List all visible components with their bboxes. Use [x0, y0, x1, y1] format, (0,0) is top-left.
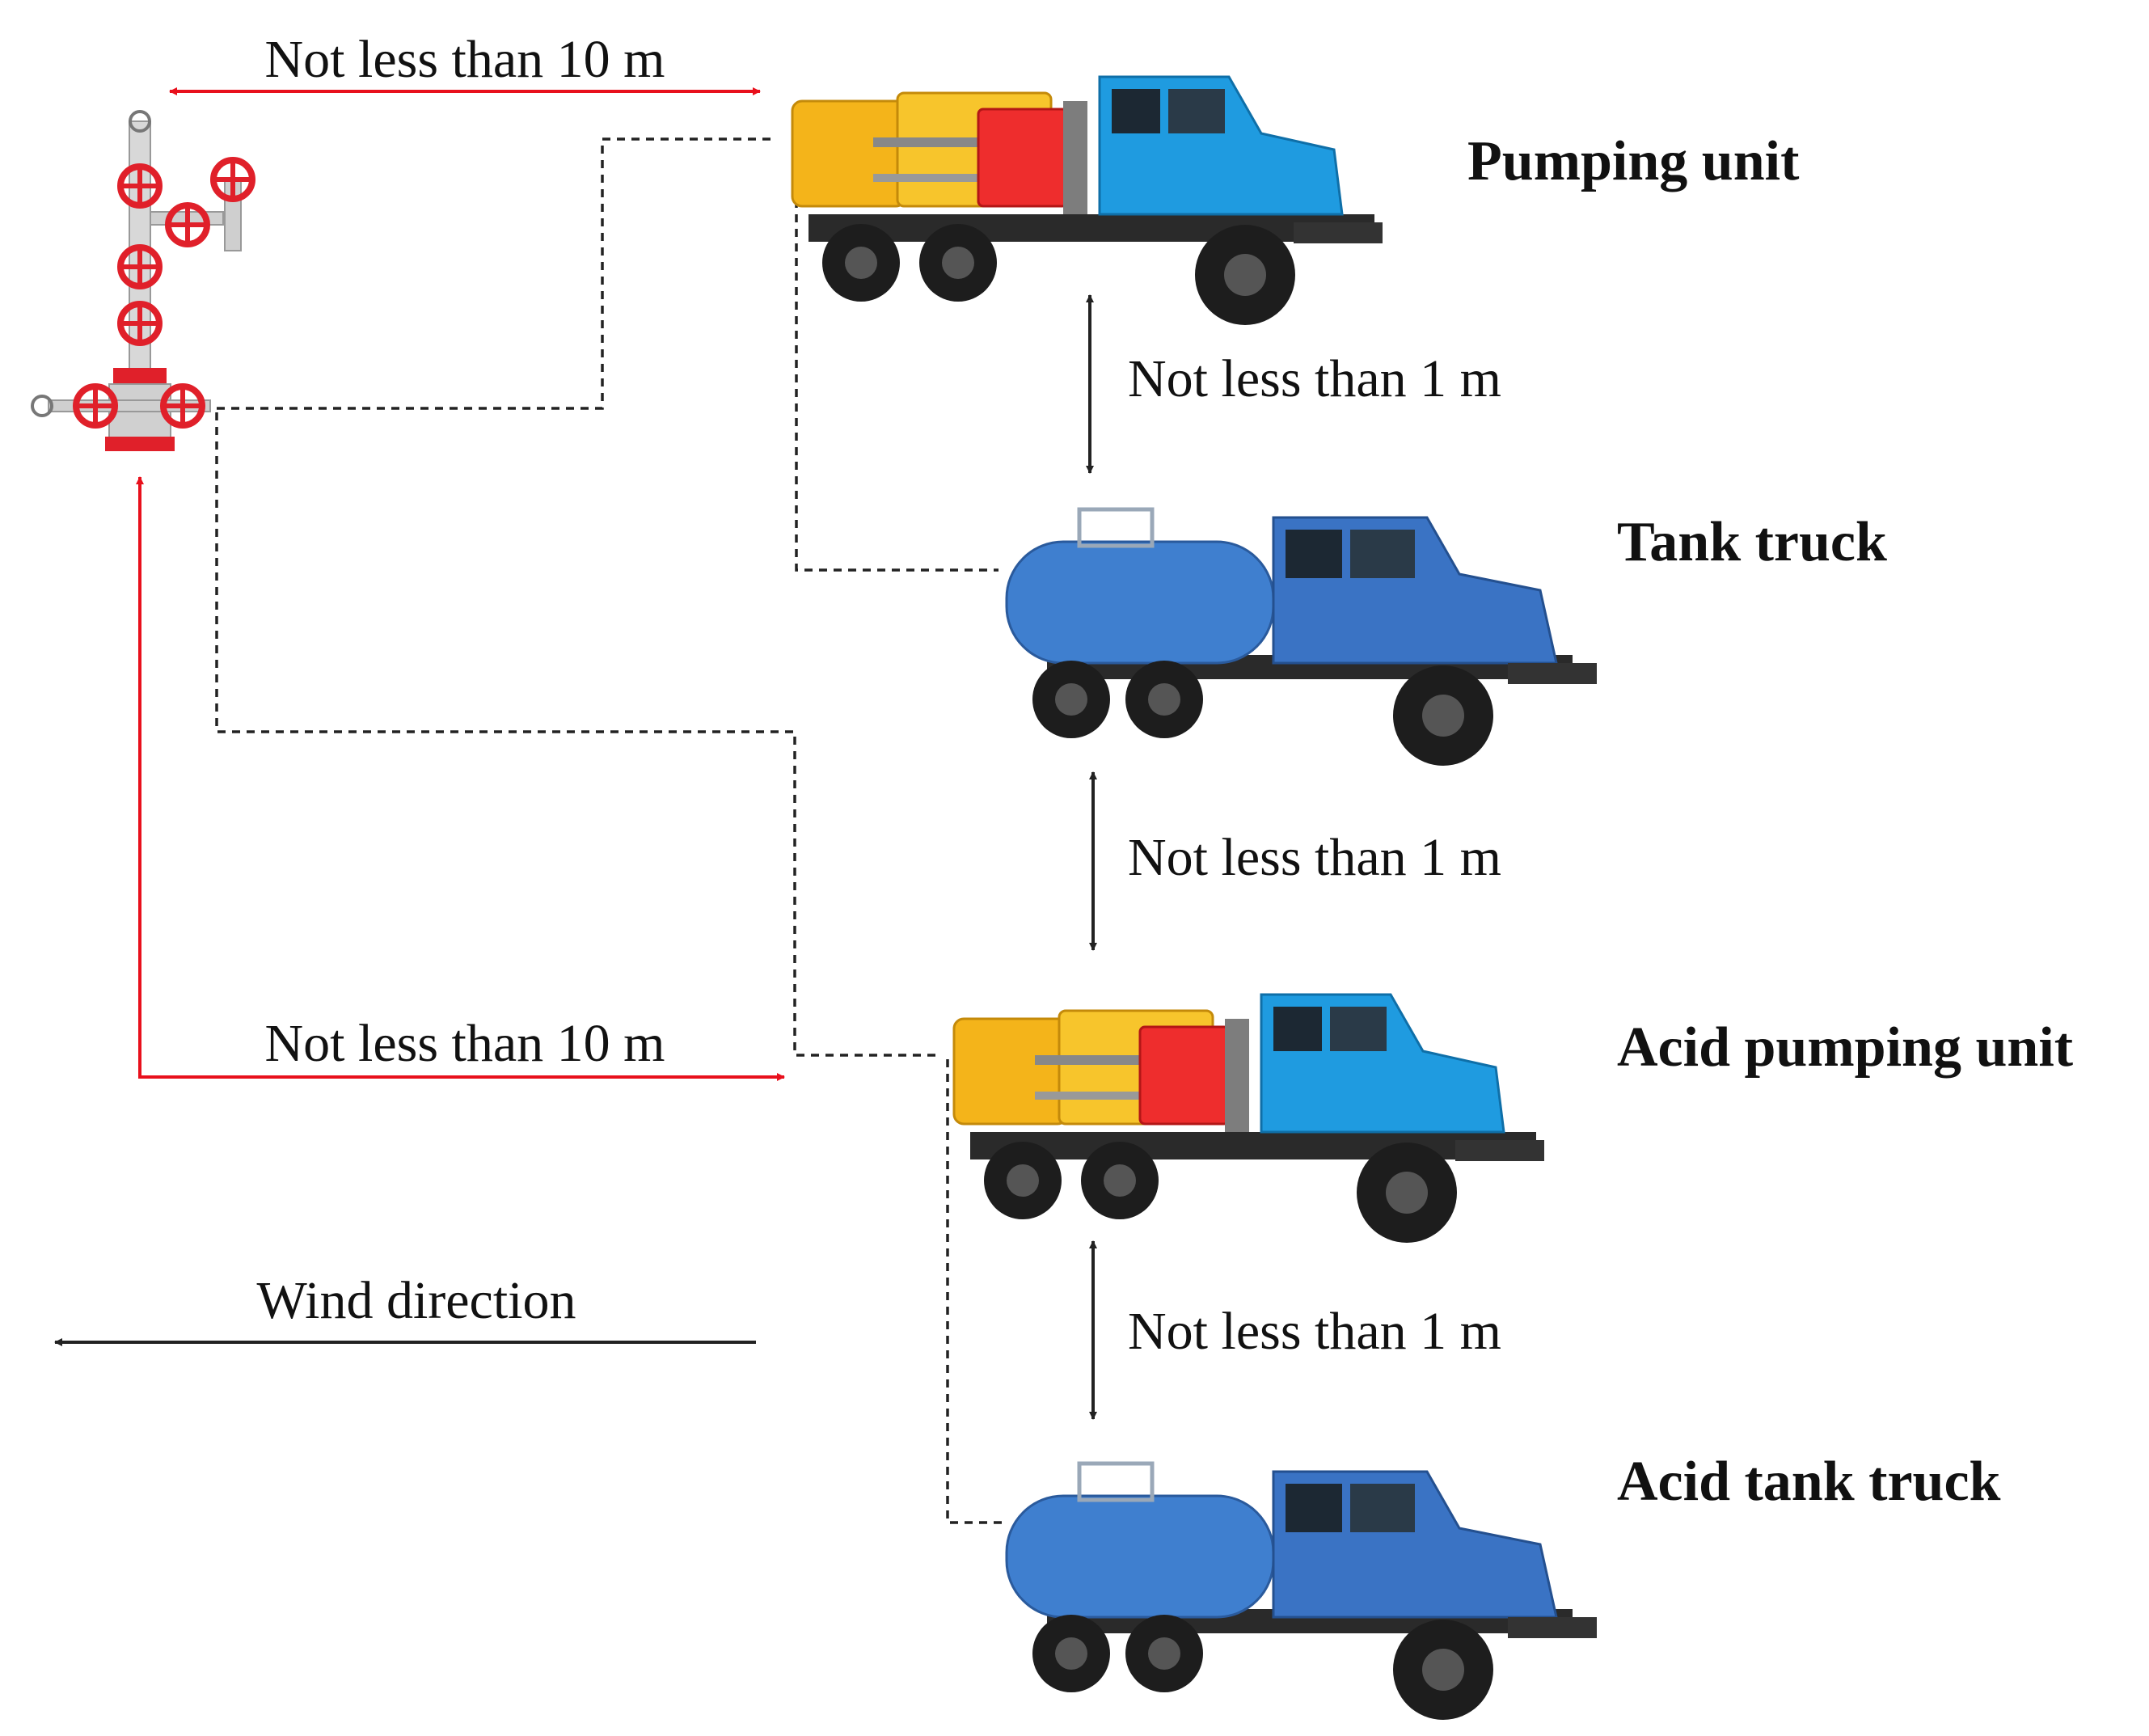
dashed-hose-lines	[215, 137, 1007, 1524]
label-pumping-unit: Pumping unit	[1467, 130, 1799, 192]
hose-wellhead-to-pumping-unit	[217, 137, 776, 410]
label-acid-pump-to-acid-tank: Not less than 1 m	[1128, 1302, 1501, 1361]
label-acid-tank-truck: Acid tank truck	[1617, 1451, 2001, 1513]
pump-truck-icon	[952, 993, 1546, 1244]
label-tank-truck: Tank truck	[1617, 511, 1887, 573]
label-tank-to-acid-pump: Not less than 1 m	[1128, 828, 1501, 887]
label-pump-to-tank: Not less than 1 m	[1128, 349, 1501, 408]
label-acid-pumping-unit: Acid pumping unit	[1617, 1016, 2073, 1079]
tank-truck-icon	[1007, 509, 1597, 766]
wellhead-christmas-tree-icon	[31, 110, 252, 451]
pump-truck-icon	[791, 75, 1384, 327]
hose-acid-pumping-unit-to-acid-tank-truck	[946, 1059, 1007, 1524]
label-well-to-pump: Not less than 10 m	[265, 30, 665, 89]
arrow-well-to-acid-pump	[136, 476, 785, 1081]
tank-truck-icon	[1007, 1464, 1597, 1720]
label-well-to-acid-pump: Not less than 10 m	[265, 1014, 665, 1073]
label-wind-direction: Wind direction	[256, 1271, 576, 1330]
hose-pumping-unit-to-tank-truck	[795, 141, 999, 572]
hose-wellhead-to-acid-pumping-unit	[215, 412, 938, 1057]
